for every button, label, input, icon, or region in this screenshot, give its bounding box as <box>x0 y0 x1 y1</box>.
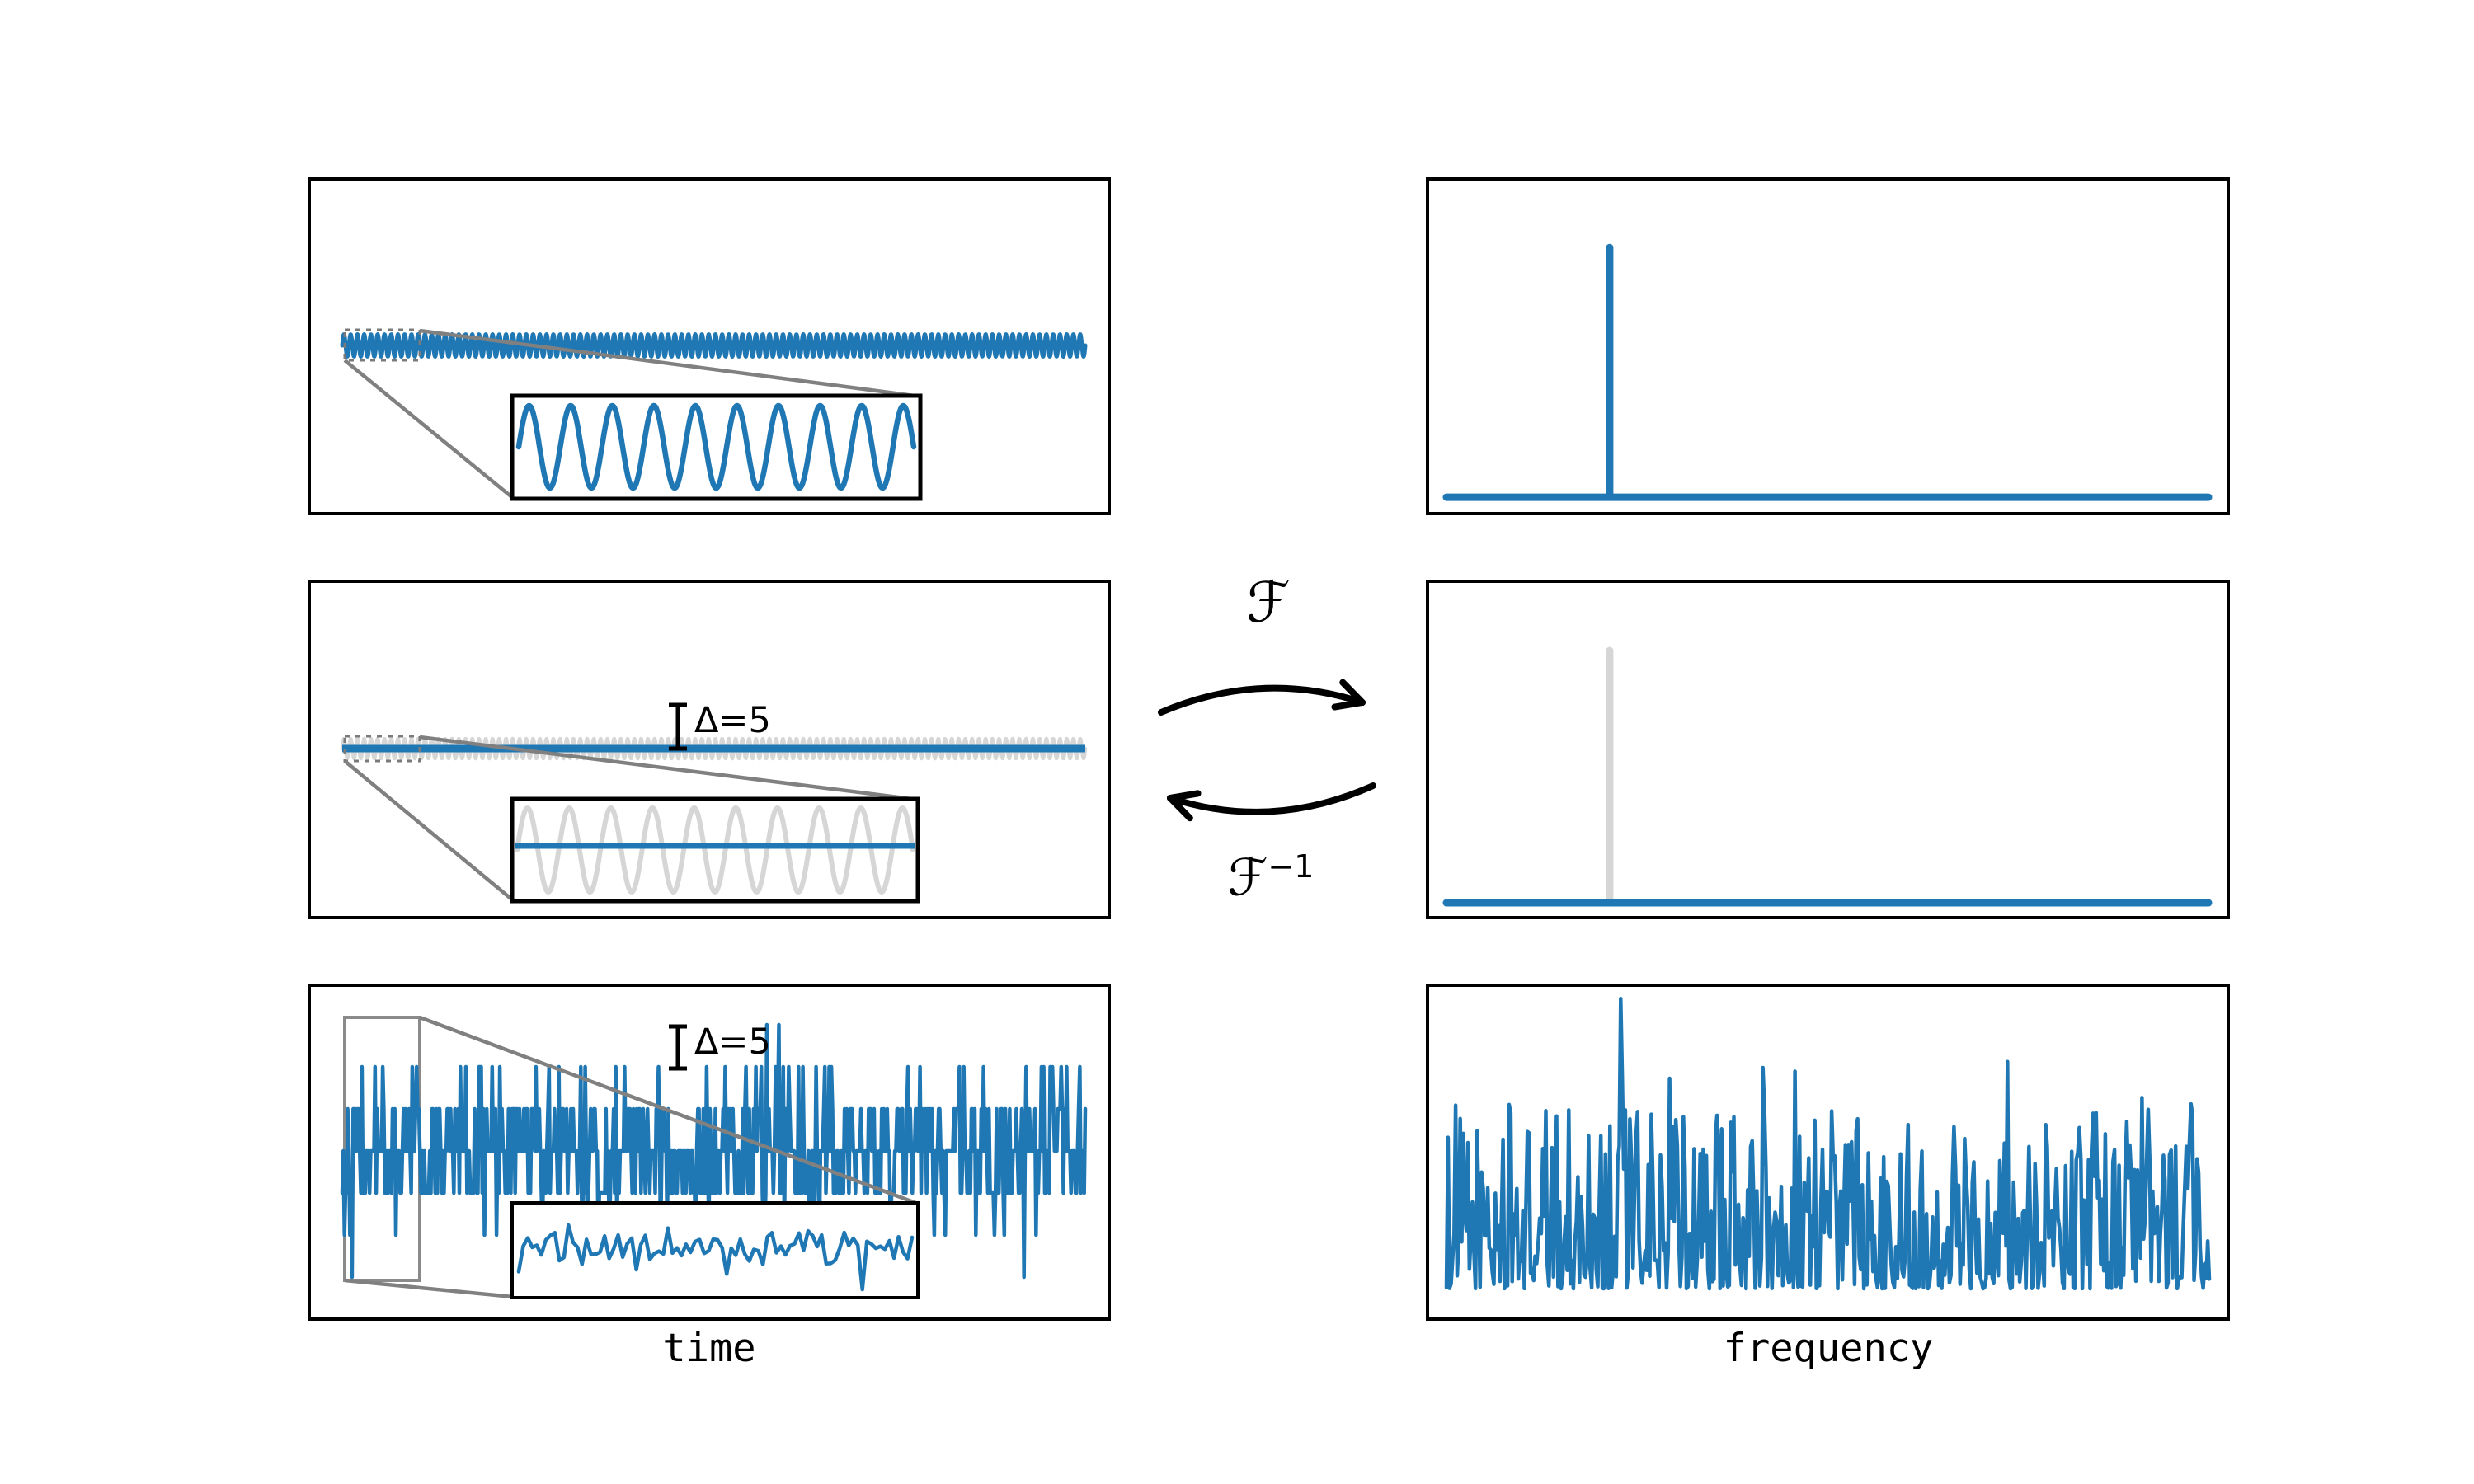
delta-annotation-dithered: Δ=5 <box>694 1021 771 1063</box>
panel-time-quantized <box>308 580 1111 919</box>
fourier-inverse-symbol: ℱ <box>1227 847 1268 908</box>
fourier-inverse-label: ℱ−1 <box>1228 851 1315 904</box>
panel-frequency-sine <box>1426 177 2230 515</box>
time-axis-label: time <box>662 1326 756 1371</box>
fourier-forward-symbol: ℱ <box>1246 571 1291 636</box>
panel-time-dithered <box>308 984 1111 1321</box>
panel-frequency-dithered <box>1426 984 2230 1321</box>
delta-annotation-quantized: Δ=5 <box>694 700 771 741</box>
fourier-transform-arrows <box>1158 679 1376 822</box>
fourier-inverse-exponent: −1 <box>1268 848 1315 885</box>
frequency-axis-label: frequency <box>1723 1326 1934 1371</box>
fourier-forward-label: ℱ <box>1246 575 1290 632</box>
panel-frequency-quantized <box>1426 580 2230 919</box>
panel-time-sine <box>308 177 1111 515</box>
